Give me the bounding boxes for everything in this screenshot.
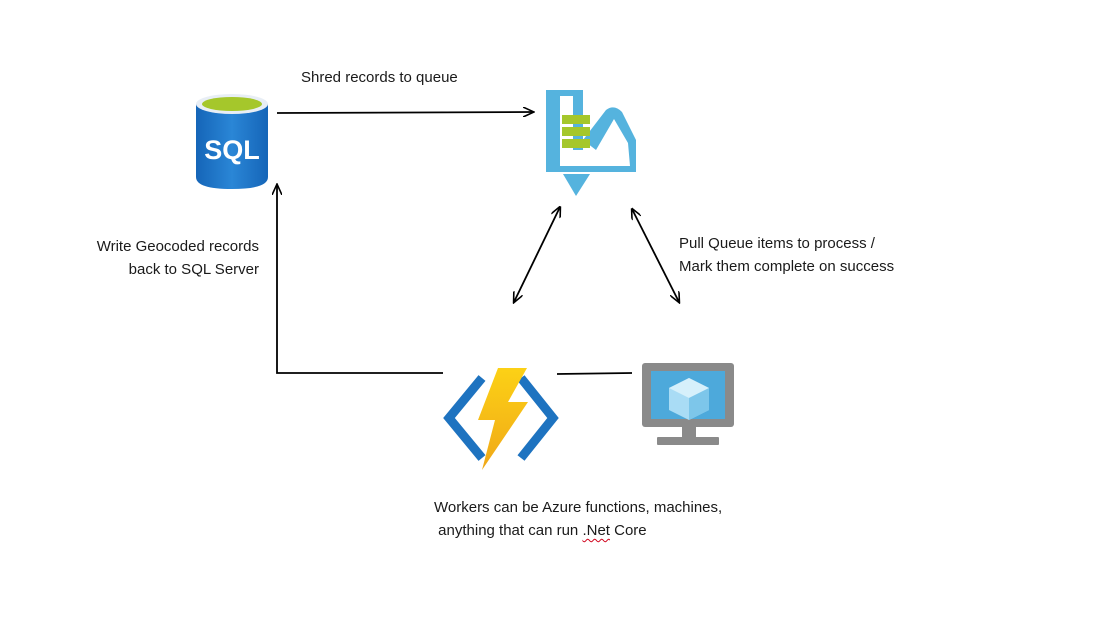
arrow-queue-functions xyxy=(514,207,560,302)
label-workers-line1: Workers can be Azure functions, machines… xyxy=(434,499,723,516)
label-workers: Workers can be Azure functions, machines… xyxy=(434,496,722,542)
label-pull-queue: Pull Queue items to process / Mark them … xyxy=(679,232,894,278)
label-workers-line2-suffix: Core xyxy=(609,522,647,539)
arrow-queue-vm xyxy=(632,209,679,302)
label-shred-text: Shred records to queue xyxy=(301,69,458,86)
storage-queue-icon xyxy=(546,90,636,196)
label-workers-line2-prefix: anything that can run xyxy=(434,522,583,539)
label-shred-records: Shred records to queue xyxy=(301,66,458,89)
label-write-back-line1: Write Geocoded records xyxy=(96,238,259,255)
azure-functions-icon xyxy=(443,368,559,470)
connector-functions-to-vm xyxy=(556,372,633,375)
sql-icon-text: SQL xyxy=(204,135,260,165)
arrow-functions-to-sql xyxy=(277,185,443,374)
label-write-back: Write Geocoded records back to SQL Serve… xyxy=(60,235,259,281)
sql-database-icon: SQL xyxy=(196,94,268,189)
virtual-machine-icon xyxy=(642,363,734,445)
label-pull-line2: Mark them complete on success xyxy=(679,258,895,275)
label-write-back-line2: back to SQL Server xyxy=(128,261,259,278)
arrow-sql-to-queue xyxy=(276,112,533,113)
spellcheck-marked-word: .Net xyxy=(582,522,610,539)
label-pull-line1: Pull Queue items to process / xyxy=(679,235,875,252)
label-workers-line2: anything that can run .Net Core xyxy=(434,519,722,542)
